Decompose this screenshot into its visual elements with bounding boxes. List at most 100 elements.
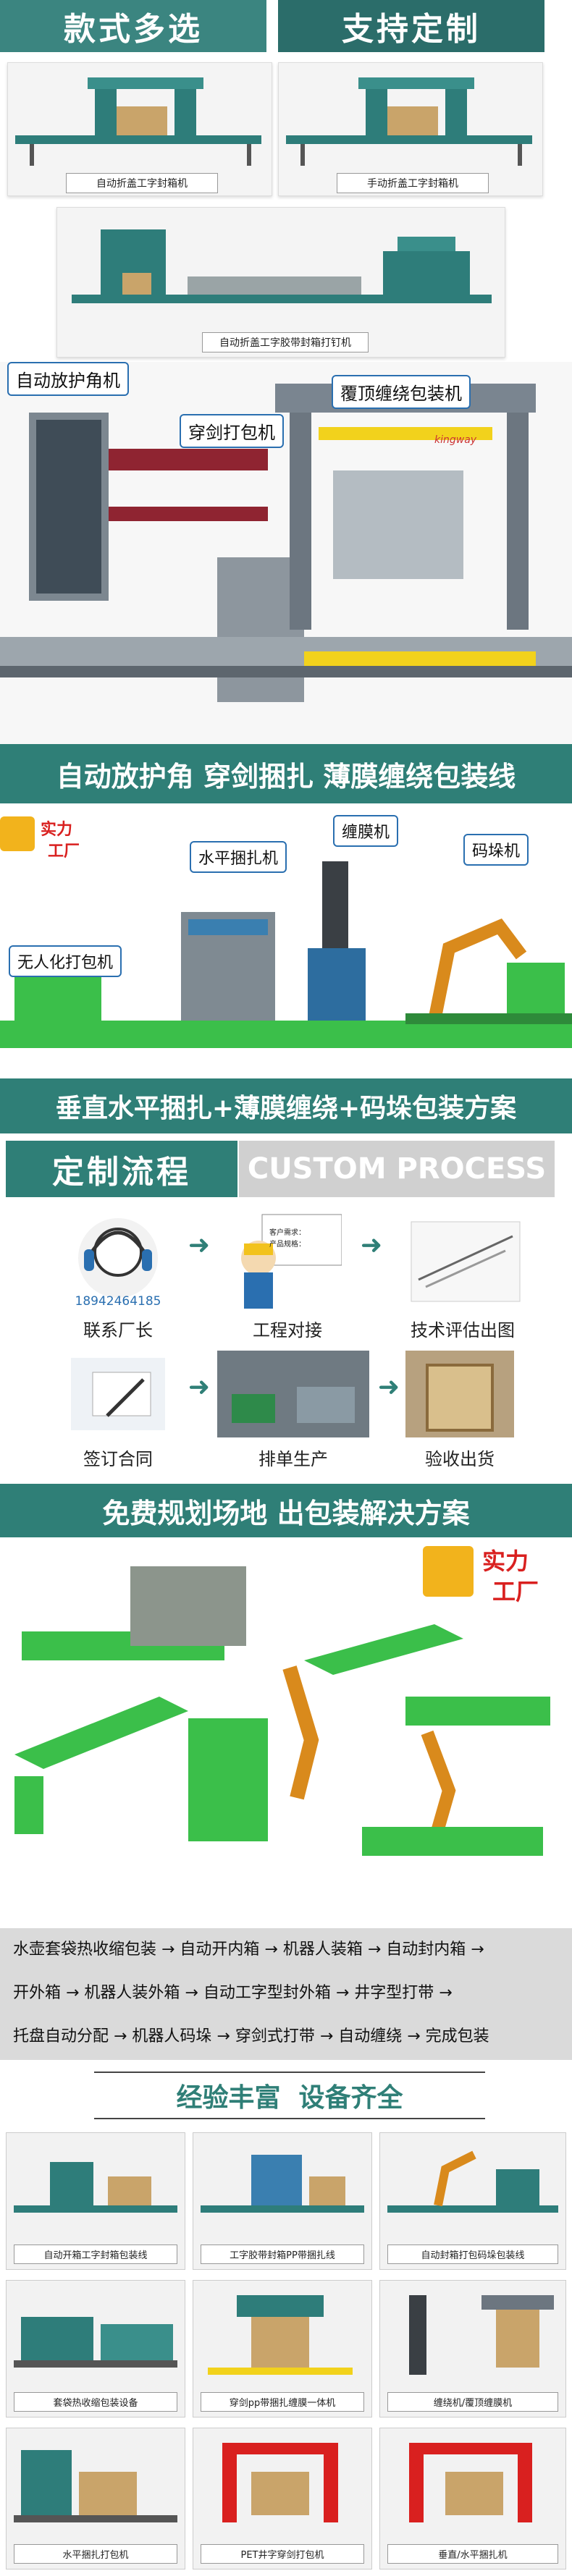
product-label: 垂直/水平捆扎机 (387, 2544, 558, 2564)
product-image (14, 2450, 177, 2522)
experience-title-frame: 经验丰富 设备齐全 (94, 2072, 485, 2119)
arrow-right-icon: ➜ (360, 1230, 383, 1260)
plan-illustration: 实力 工厂 (0, 1537, 572, 1928)
step-production: 排单生产 (217, 1351, 369, 1474)
shipping-crate-icon (405, 1351, 514, 1437)
header-right: 支持定制 (278, 0, 544, 52)
step-label: 排单生产 (258, 1449, 328, 1469)
callout-unmanned: 无人化打包机 (9, 945, 122, 977)
board-text: 产品规格： (269, 1241, 306, 1249)
badge-bottom-text: 工厂 (492, 1578, 539, 1605)
product-card[interactable]: 水平捆扎打包机 (6, 2428, 185, 2569)
bull-icon (423, 1546, 474, 1597)
product-card[interactable]: 垂直/水平捆扎机 (379, 2428, 566, 2569)
drawing-blueprint-icon (411, 1221, 521, 1302)
product-image (201, 2155, 364, 2213)
badge-factory-2: 实力 工厂 (423, 1539, 553, 1605)
plan-banner-text: 免费规划场地 出包装解决方案 (102, 1497, 470, 1529)
callout-corner-protector: 自动放护角机 (7, 362, 129, 396)
machine-illustration (72, 229, 492, 303)
machine-card-3[interactable]: 自动折盖工字胶带封箱打钉机 (56, 207, 505, 358)
flow-row: 开外箱 → 机器人装外箱 → 自动工字型封外箱 → 井字型打带 → (13, 1984, 453, 2002)
line1-banner: 自动放护角 穿剑捆扎 薄膜缠绕包装线 (0, 744, 572, 803)
packing-line-drawing (0, 384, 572, 702)
machine-label: 手动折盖工字封箱机 (337, 173, 489, 193)
factory-floor-icon (217, 1351, 369, 1437)
flow-row: 水壶套袋热收缩包装 → 自动开内箱 → 机器人装箱 → 自动封内箱 → (13, 1941, 484, 1959)
product-label: 穿剑pp带捆扎缠膜一体机 (201, 2392, 364, 2412)
callout-wrapping: 覆顶缠绕包装机 (332, 375, 471, 409)
product-image (222, 2443, 338, 2522)
custom-title-en: CUSTOM PROCESS (239, 1141, 555, 1197)
step-evaluation: 技术评估出图 (397, 1207, 529, 1345)
headset-avatar-icon (78, 1218, 158, 1298)
line2-illustration: 实力 工厂 水平捆扎机 缠膜机 码垛机 无人化打包机 (0, 803, 572, 1078)
step-label: 签订合同 (83, 1449, 153, 1469)
callout-palletizer: 码垛机 (463, 834, 529, 866)
machine-card-2[interactable]: 手动折盖工字封箱机 (278, 62, 543, 196)
line2-banner-text: 垂直水平捆扎+薄膜缠绕+码垛包装方案 (55, 1094, 517, 1123)
product-label: 自动开箱工字封箱包装线 (14, 2245, 177, 2264)
callout-strapping: 穿剑打包机 (180, 414, 284, 448)
arrow-right-icon: ➜ (188, 1372, 211, 1402)
factory-layout-drawing (14, 1566, 550, 1856)
brand-logo: kingway (434, 434, 477, 446)
product-image (14, 2317, 177, 2368)
badge-bottom-text: 工厂 (48, 843, 80, 861)
product-card[interactable]: 自动开箱工字封箱包装线 (6, 2132, 185, 2270)
step-label: 联系厂长 (83, 1320, 153, 1340)
product-image (409, 2295, 554, 2375)
phone-number[interactable]: 18942464185 (75, 1294, 161, 1309)
product-image (208, 2295, 353, 2375)
step-contract: 签订合同 (64, 1351, 172, 1474)
step-engineering: 客户需求： 产品规格： 工程对接 (233, 1207, 342, 1345)
callout-wrapper: 缠膜机 (333, 815, 399, 847)
badge-factory: 实力 工厂 (0, 811, 80, 861)
machine-illustration (15, 77, 261, 166)
line1-illustration: 自动放护角机 穿剑打包机 覆顶缠绕包装机 kingway (0, 362, 572, 744)
line1-banner-text: 自动放护角 穿剑捆扎 薄膜缠绕包装线 (56, 760, 516, 793)
custom-title-cn: 定制流程 (6, 1141, 237, 1197)
step-contact: 18942464185 联系厂长 (64, 1207, 172, 1345)
machine-card-1[interactable]: 自动折盖工字封箱机 (7, 62, 272, 196)
step-label: 技术评估出图 (411, 1320, 515, 1340)
product-label: 自动封箱打包码垛包装线 (387, 2245, 558, 2264)
machine-label: 自动折盖工字胶带封箱打钉机 (202, 332, 369, 352)
product-card[interactable]: 套袋热收缩包装设备 (6, 2280, 185, 2417)
board-text: 客户需求： (269, 1229, 306, 1237)
product-card[interactable]: 工字胶带封箱PP带捆扎线 (193, 2132, 372, 2270)
bull-icon (0, 816, 35, 851)
arrow-right-icon: ➜ (188, 1230, 211, 1260)
product-card[interactable]: 缠绕机/覆顶缠膜机 (379, 2280, 566, 2417)
product-card[interactable]: 自动封箱打包码垛包装线 (379, 2132, 566, 2270)
machine-illustration (286, 77, 532, 166)
process-flow: 水壶套袋热收缩包装 → 自动开内箱 → 机器人装箱 → 自动封内箱 → 开外箱 … (0, 1928, 572, 2060)
signing-contract-icon (71, 1358, 165, 1430)
header-left: 款式多选 (0, 0, 266, 52)
machine-label: 自动折盖工字封箱机 (66, 173, 218, 193)
step-label: 验收出货 (425, 1449, 495, 1469)
badge-top-text: 实力 (482, 1547, 529, 1575)
header-left-title: 款式多选 (64, 11, 203, 48)
product-image (409, 2443, 532, 2522)
product-card[interactable]: 穿剑pp带捆扎缠膜一体机 (193, 2280, 372, 2417)
product-label: 水平捆扎打包机 (14, 2544, 177, 2564)
line2-banner: 垂直水平捆扎+薄膜缠绕+码垛包装方案 (0, 1078, 572, 1133)
flow-row: 托盘自动分配 → 机器人码垛 → 穿剑式打带 → 自动缠绕 → 完成包装 (13, 2027, 489, 2045)
custom-title-cn-text: 定制流程 (52, 1154, 191, 1191)
badge-top-text: 实力 (41, 821, 73, 839)
step-label: 工程对接 (253, 1320, 322, 1340)
step-delivery: 验收出货 (405, 1351, 514, 1474)
engineer-board-icon (241, 1214, 342, 1309)
custom-title-en-text: CUSTOM PROCESS (247, 1152, 547, 1186)
product-label: 套袋热收缩包装设备 (14, 2392, 177, 2412)
product-card[interactable]: PET井字穿剑打包机 (193, 2428, 372, 2569)
product-image (14, 2162, 177, 2213)
line2-drawing (0, 861, 572, 1048)
product-label: PET井字穿剑打包机 (201, 2544, 364, 2564)
callout-horizontal-strapping: 水平捆扎机 (190, 841, 287, 873)
product-label: 工字胶带封箱PP带捆扎线 (201, 2245, 364, 2264)
arrow-right-icon: ➜ (377, 1372, 400, 1402)
experience-title: 经验丰富 设备齐全 (164, 2077, 415, 2114)
header-right-title: 支持定制 (342, 11, 481, 48)
